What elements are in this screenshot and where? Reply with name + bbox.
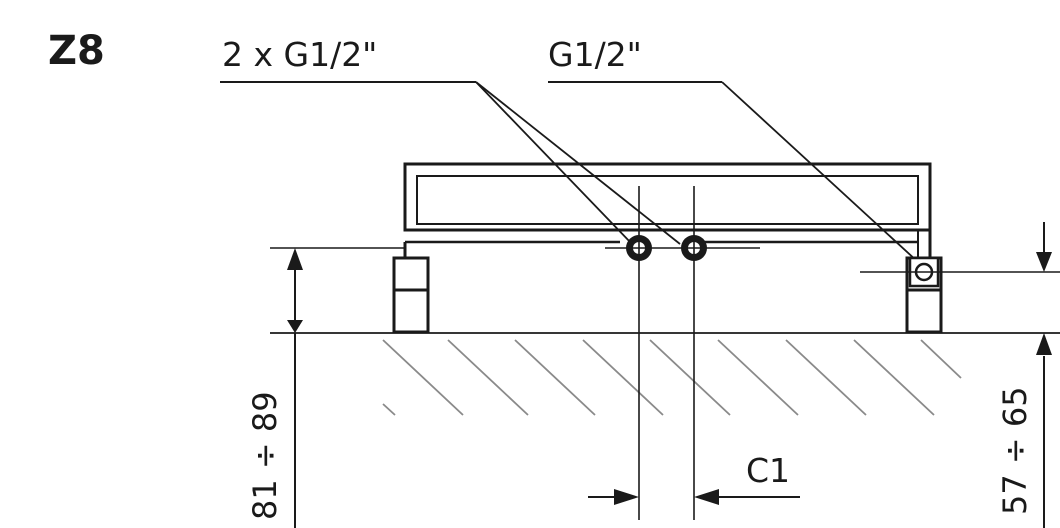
floor-hatching [382,339,962,416]
radiator-outer-frame [403,162,932,232]
model-code-label: Z8 [48,28,105,74]
spacing-label: C1 [746,451,790,490]
radiator-body [403,162,932,258]
right-dimension-label: 57 ÷ 65 [996,386,1034,515]
extension-lines [270,186,1060,520]
right-dimension [1036,222,1052,528]
leader-line-side-pipe [721,81,919,263]
left-dimension [287,248,303,528]
left-dimension-label: 81 ÷ 89 [246,391,284,520]
leader-lines [475,81,919,263]
single-connection-label: G1/2" [548,35,642,74]
spacing-dimension [588,489,800,505]
radiator-feet [392,256,943,334]
double-connection-label: 2 x G1/2" [222,35,377,74]
left-foot [392,256,430,334]
radiator-inner-frame [416,175,919,225]
